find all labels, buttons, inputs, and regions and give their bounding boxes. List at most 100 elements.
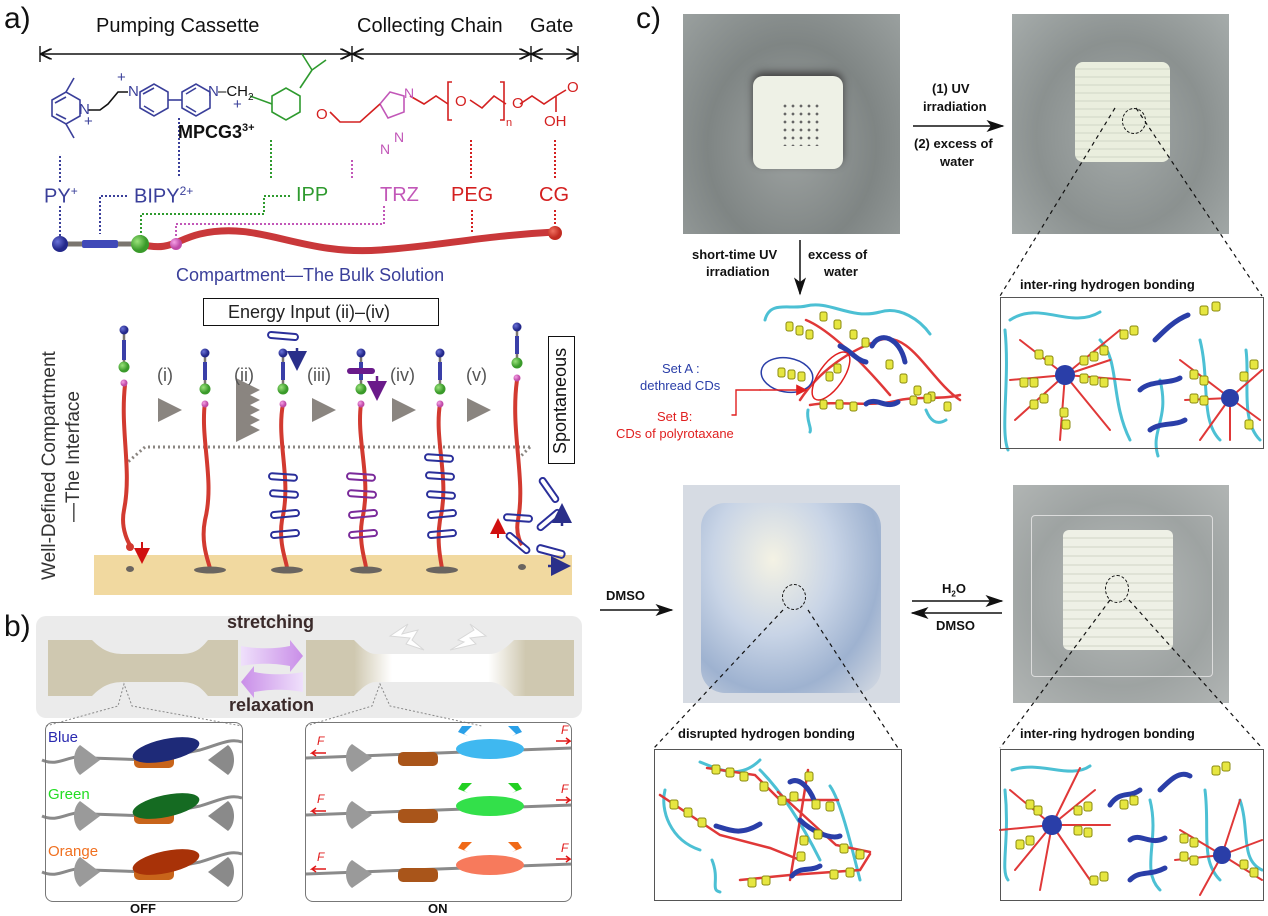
h2o-subscript: 2 [951, 589, 956, 599]
set-b-line2: CDs of polyrotaxane [616, 426, 734, 441]
charge-bipy-1: + [117, 69, 126, 86]
molecule-cartoon [52, 226, 562, 255]
disrupted-box [654, 749, 902, 901]
ethylene-linker [88, 91, 128, 111]
atom-ch2: –CH2 [218, 83, 254, 103]
photo-dmso-swollen-gel [683, 485, 900, 703]
charge-py: + [84, 113, 93, 130]
force-arrows [309, 737, 573, 873]
ch2-subscript: 2 [248, 92, 254, 103]
short-uv-line2: irradiation [706, 264, 770, 279]
off-color-blue: Blue [48, 729, 79, 746]
spontaneous-box: Spontaneous [548, 336, 575, 464]
atom-o-peg-2: O [512, 95, 524, 112]
energy-input-box: Energy Input (ii)–(iv) [203, 298, 439, 326]
disrupted-label: disrupted hydrogen bonding [678, 726, 855, 741]
strand-1 [118, 325, 150, 572]
photo-rehydrated-gel [1013, 485, 1229, 703]
force-label-left-3: F [317, 850, 325, 864]
h2o-zoom-circle [1105, 575, 1129, 603]
isopropylphenyl [249, 53, 327, 121]
strand-4 [346, 348, 387, 574]
inter-ring-box-bottom [1000, 749, 1264, 901]
bipyridinium [139, 83, 211, 117]
force-label-right-2: F [561, 782, 569, 796]
panel-b-drawing [36, 616, 582, 888]
panel-a-drawing [39, 46, 579, 595]
panel-label-b: b) [4, 610, 31, 643]
inter-ring-label-bottom: inter-ring hydrogen bonding [1020, 726, 1195, 741]
component-leader-lines [59, 118, 556, 240]
return-dotted-arrow [127, 445, 532, 464]
relaxation-arrow [241, 666, 303, 698]
step1-line4: water [940, 154, 974, 169]
atom-n-py: N [79, 101, 90, 118]
inter-ring-label-top: inter-ring hydrogen bonding [1020, 277, 1195, 292]
zoom-leader-lines-c [653, 107, 1263, 749]
inter-ring-cd-clusters-bottom [1015, 761, 1259, 886]
relaxation-label: relaxation [229, 695, 315, 715]
hydrogel-pore-grid [781, 102, 823, 146]
atom-n-trz-1: N [404, 85, 415, 101]
interface-substrate [94, 555, 572, 595]
h2o-h: H [942, 581, 952, 596]
step1-line3: (2) excess of [914, 136, 993, 151]
force-label-left-1: F [317, 734, 325, 748]
component-trz: TRZ [380, 184, 419, 206]
atom-o-peg-1: O [455, 93, 467, 110]
force-label-left-2: F [317, 792, 325, 806]
ch2-label: CH [226, 83, 249, 100]
set-a-line2: dethread CDs [640, 378, 721, 393]
component-bipy: BIPY2+ [134, 185, 193, 207]
stretching-arrow [241, 640, 303, 672]
component-peg: PEG [451, 184, 494, 206]
on-shuttle-green [305, 783, 573, 829]
force-label-right-3: F [561, 841, 569, 855]
charge-bipy-2: + [233, 96, 242, 113]
step1-line1: (1) UV [932, 81, 970, 96]
short-uv-line1: short-time UV [692, 247, 778, 262]
inter-ring-box-top [1000, 297, 1264, 449]
component-cg: CG [539, 184, 569, 206]
cyclodextrin-rings-sketch [777, 311, 952, 412]
off-shuttle-green [41, 793, 243, 831]
inter-ring-network-top [1003, 310, 1263, 458]
component-py: PY+ [44, 185, 78, 207]
uv-zoom-circle [1122, 108, 1146, 134]
disrupted-cd-rings [669, 764, 865, 888]
step1-line2: irradiation [923, 99, 987, 114]
dogbone-relaxed [48, 640, 238, 696]
atom-n-bipy-2: N [208, 83, 219, 100]
off-state-label: OFF [130, 901, 156, 916]
atom-n-trz-2: N [394, 129, 405, 145]
panel-label-a: a) [4, 2, 31, 35]
dmso-zoom-circle [782, 584, 806, 610]
step-i: (i) [157, 365, 173, 385]
molecule-name-text: MPCG3 [178, 122, 243, 142]
set-b-line1: Set B: [657, 409, 693, 424]
photo-uv-water-hydrogel [1012, 14, 1229, 234]
strand-6 [490, 322, 572, 576]
strand-3 [267, 330, 307, 574]
step-arrows [158, 378, 491, 442]
bulk-solution-label: Compartment—The Bulk Solution [176, 265, 445, 285]
molecule-charge: 3+ [242, 122, 255, 134]
on-molecular-shuttles [305, 726, 573, 888]
excess-line1: excess of [808, 247, 868, 262]
dmso-reverse-label: DMSO [936, 618, 975, 633]
strand-2 [194, 348, 226, 574]
set-ab-network-sketch [731, 303, 962, 434]
section-dimension-arrows [39, 46, 579, 62]
inter-ring-cd-clusters-top [1019, 301, 1259, 430]
step-ii: (ii) [234, 365, 254, 385]
energy-input-label: Energy Input (ii)–(iv) [228, 302, 391, 322]
on-shuttle-orange [305, 842, 573, 888]
atom-o-ether: O [316, 106, 328, 123]
on-state-label: ON [428, 901, 448, 916]
off-shuttle-blue [41, 737, 243, 775]
peg-chain [329, 81, 567, 123]
set-a-line1: Set A : [662, 361, 700, 376]
off-molecular-shuttles [41, 737, 243, 887]
uv-hydrogel-block [1075, 62, 1170, 162]
